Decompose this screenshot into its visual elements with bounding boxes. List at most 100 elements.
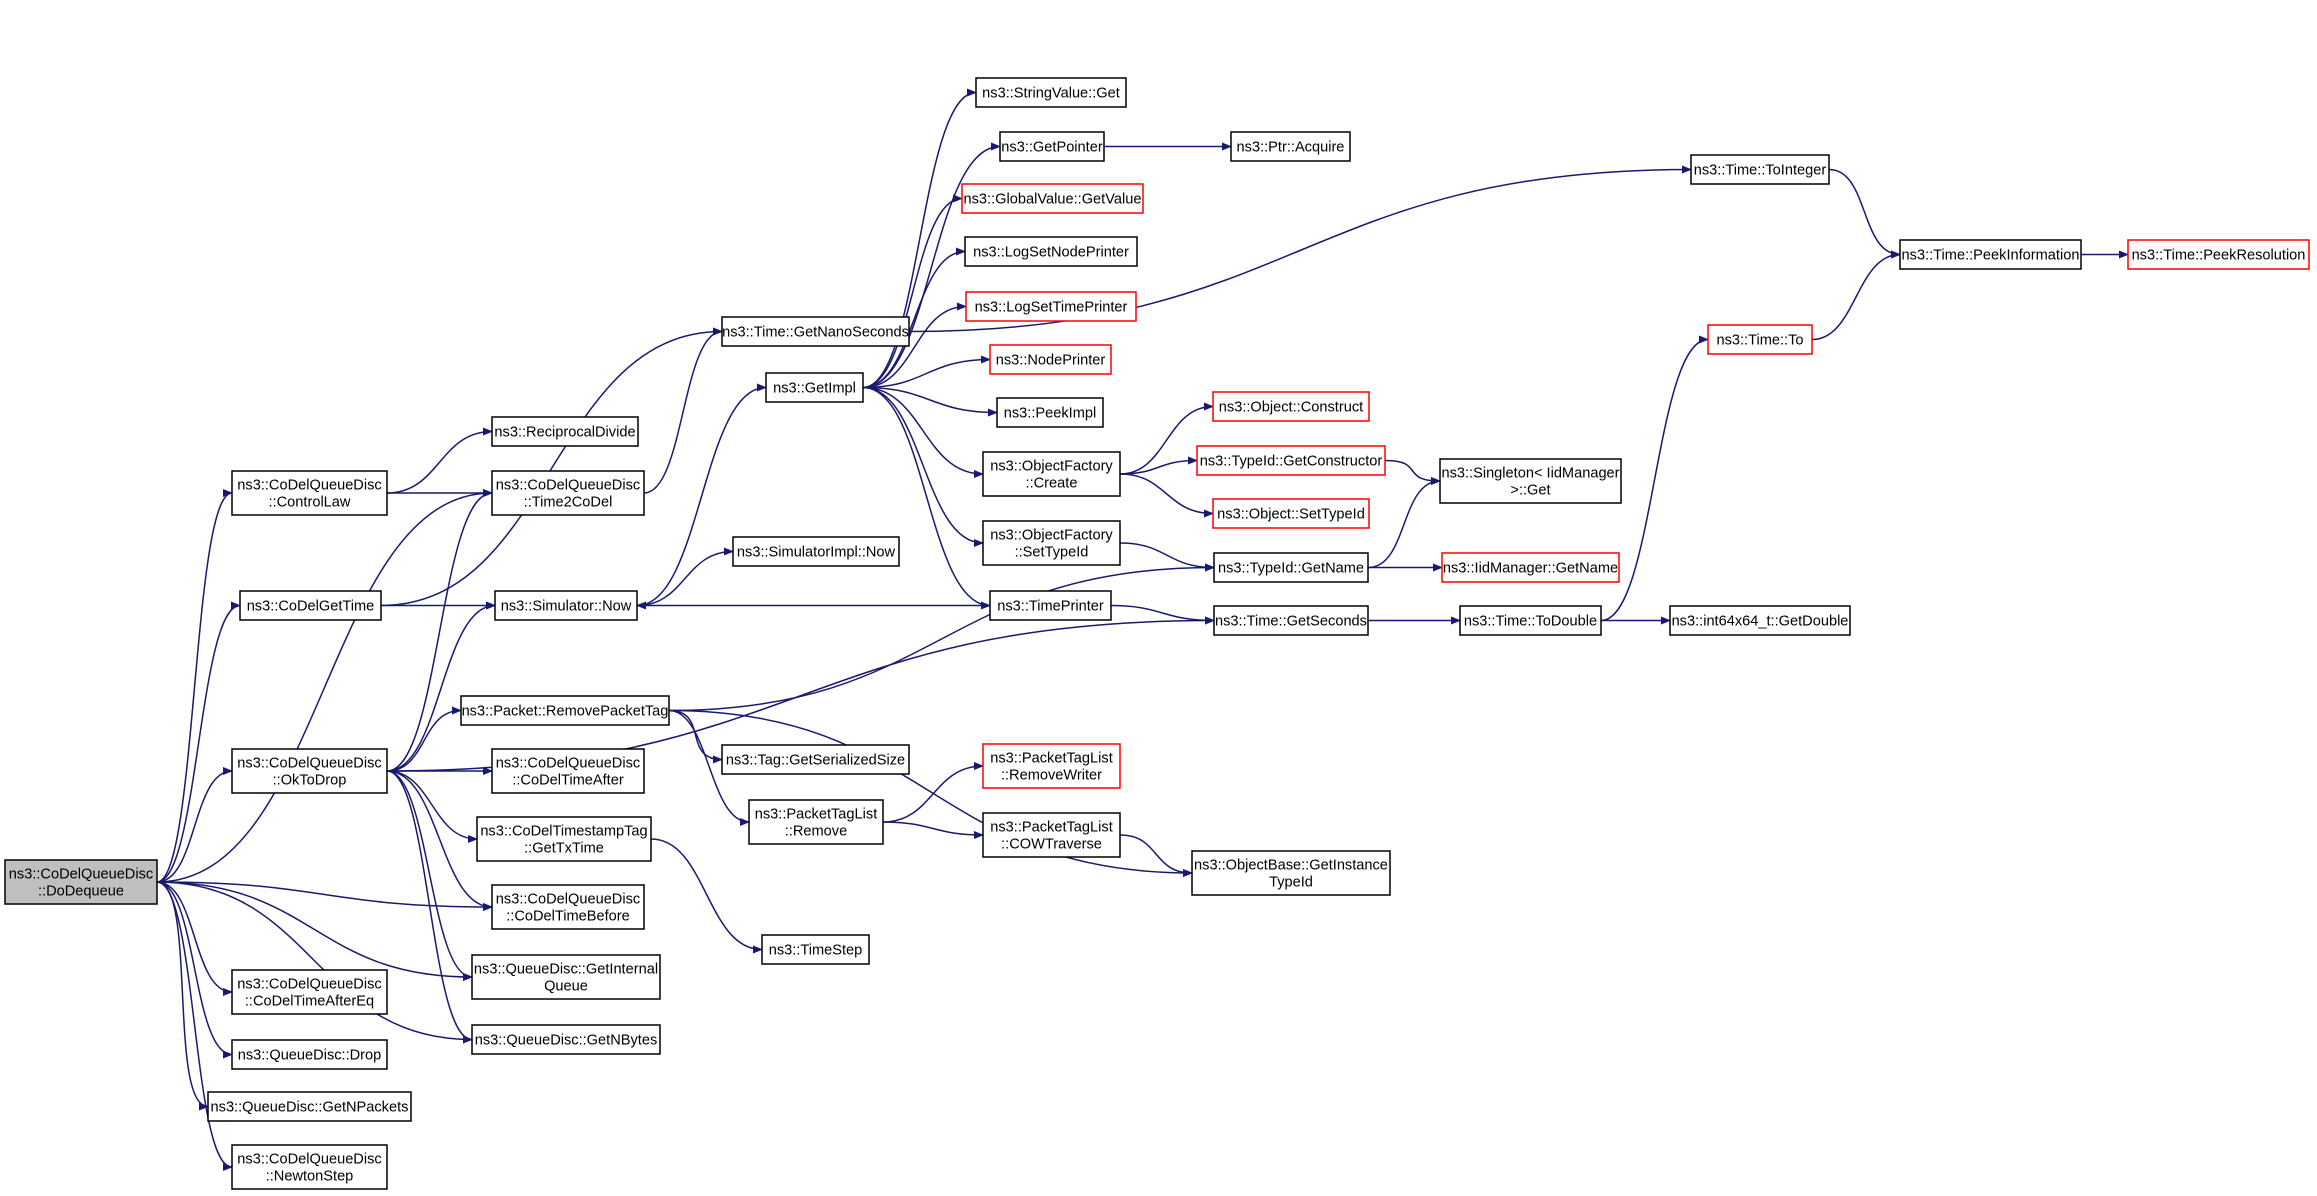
- edge-dodequeue-to-getinternalqueue: [156, 881, 473, 981]
- node-nodeprinter[interactable]: ns3::NodePrinter: [989, 344, 1112, 375]
- node-box: [491, 416, 639, 447]
- node-box: [721, 744, 910, 775]
- node-label: ::NewtonStep: [266, 1169, 354, 1185]
- node-getnbytes[interactable]: ns3::QueueDisc::GetNBytes: [471, 1024, 661, 1055]
- node-timestep[interactable]: ns3::TimeStep: [761, 934, 870, 965]
- node-box: [491, 884, 645, 930]
- node-label: ns3::Time::ToDouble: [1464, 614, 1597, 630]
- node-box: [1191, 850, 1391, 896]
- edge-arrow: [156, 767, 233, 883]
- node-recipdiv[interactable]: ns3::ReciprocalDivide: [491, 416, 639, 447]
- node-box: [1213, 605, 1369, 636]
- node-box: [491, 748, 645, 794]
- node-lognodeprinter[interactable]: ns3::LogSetNodePrinter: [964, 236, 1138, 267]
- node-label: ns3::QueueDisc::GetNBytes: [475, 1033, 658, 1049]
- node-label: TypeId: [1269, 875, 1313, 891]
- node-timegetseconds[interactable]: ns3::Time::GetSeconds: [1213, 605, 1369, 636]
- node-box: [1212, 391, 1370, 422]
- node-label: ns3::CoDelQueueDisc: [496, 756, 640, 772]
- edge-getimpl-to-peekimpl: [862, 386, 998, 417]
- node-newtonstep[interactable]: ns3::CoDelQueueDisc::NewtonStep: [231, 1144, 388, 1190]
- node-getimpl[interactable]: ns3::GetImpl: [765, 372, 864, 403]
- node-timeprinter[interactable]: ns3::TimePrinter: [989, 590, 1112, 621]
- node-oktodrop[interactable]: ns3::CoDelQueueDisc::OkToDrop: [231, 748, 388, 794]
- edge-time2codel-to-getnanoseconds: [643, 327, 723, 494]
- node-ofcreate[interactable]: ns3::ObjectFactory::Create: [982, 451, 1121, 497]
- edge-dodequeue-to-qdrop: [156, 881, 233, 1059]
- node-timeto[interactable]: ns3::Time::To: [1707, 324, 1813, 355]
- edge-removepackettag-to-taggetsersize: [668, 709, 723, 764]
- node-controllaw[interactable]: ns3::CoDelQueueDisc::ControlLaw: [231, 470, 388, 516]
- node-typeidgetname[interactable]: ns3::TypeId::GetName: [1213, 552, 1369, 583]
- node-ptracquire[interactable]: ns3::Ptr::Acquire: [1230, 131, 1351, 162]
- node-qdrop[interactable]: ns3::QueueDisc::Drop: [231, 1039, 388, 1070]
- edge-arrow: [156, 881, 233, 1059]
- node-ptlremovewriter[interactable]: ns3::PacketTagList::RemoveWriter: [982, 743, 1121, 789]
- node-ptlremove[interactable]: ns3::PacketTagList::Remove: [748, 799, 884, 845]
- edge-oktodrop-to-getinternalqueue: [386, 770, 473, 981]
- node-label: ns3::SimulatorImpl::Now: [737, 545, 896, 561]
- edge-arrow: [882, 762, 984, 823]
- node-simimplnow[interactable]: ns3::SimulatorImpl::Now: [732, 536, 900, 567]
- node-label: ::COWTraverse: [1001, 837, 1102, 853]
- node-time2codel[interactable]: ns3::CoDelQueueDisc::Time2CoDel: [491, 470, 645, 516]
- node-label: ns3::CoDelQueueDisc: [237, 1152, 381, 1168]
- node-box: [761, 934, 870, 965]
- edge-timeto-to-peekinformation: [1811, 250, 1901, 341]
- edge-arrow: [1600, 335, 1709, 622]
- node-box: [231, 1039, 388, 1070]
- node-peekimpl[interactable]: ns3::PeekImpl: [996, 397, 1104, 428]
- node-logtimeprinter[interactable]: ns3::LogSetTimePrinter: [965, 291, 1137, 322]
- node-getpointer[interactable]: ns3::GetPointer: [999, 131, 1105, 162]
- node-getnanoseconds[interactable]: ns3::Time::GetNanoSeconds: [721, 316, 910, 347]
- node-timebefore[interactable]: ns3::CoDelQueueDisc::CoDelTimeBefore: [491, 884, 645, 930]
- node-stringvalueget[interactable]: ns3::StringValue::Get: [975, 77, 1127, 108]
- node-timetodouble[interactable]: ns3::Time::ToDouble: [1459, 605, 1602, 636]
- edge-ofcreate-to-objsettypeid: [1119, 473, 1214, 518]
- node-label: ns3::LogSetNodePrinter: [973, 245, 1129, 261]
- node-objsettypeid[interactable]: ns3::Object::SetTypeId: [1212, 498, 1370, 529]
- node-label: ns3::CoDelGetTime: [247, 599, 375, 615]
- node-int64getdouble[interactable]: ns3::int64x64_t::GetDouble: [1669, 605, 1851, 636]
- node-iidmanagergetname[interactable]: ns3::IidManager::GetName: [1441, 552, 1620, 583]
- node-ofsettypeid[interactable]: ns3::ObjectFactory::SetTypeId: [982, 520, 1121, 566]
- node-simnow[interactable]: ns3::Simulator::Now: [494, 590, 638, 621]
- node-removepackettag[interactable]: ns3::Packet::RemovePacketTag: [460, 695, 670, 726]
- edge-oktodrop-to-getnbytes: [386, 770, 473, 1044]
- node-label: ::Remove: [785, 824, 847, 840]
- node-label: ns3::PacketTagList: [755, 807, 878, 823]
- edge-timetointeger-to-peekinformation: [1828, 168, 1901, 259]
- edge-getnanoseconds-to-timetointeger: [908, 165, 1692, 333]
- node-timetointeger[interactable]: ns3::Time::ToInteger: [1690, 154, 1830, 185]
- node-singletonget[interactable]: ns3::Singleton< IidManager >::Get: [1439, 458, 1622, 504]
- node-label: ns3::Time::GetNanoSeconds: [722, 325, 909, 341]
- edge-getimpl-to-ofsettypeid: [862, 386, 984, 547]
- node-afterEq[interactable]: ns3::CoDelQueueDisc::CoDelTimeAfterEq: [231, 969, 388, 1015]
- node-timeafter[interactable]: ns3::CoDelQueueDisc::CoDelTimeAfter: [491, 748, 645, 794]
- edge-arrow: [643, 327, 723, 494]
- edge-typeidgetconstructor-to-singletonget: [1384, 459, 1441, 485]
- node-label: ns3::ObjectFactory: [990, 528, 1113, 544]
- node-label: ::SetTypeId: [1015, 545, 1089, 561]
- node-peekresolution[interactable]: ns3::Time::PeekResolution: [2127, 239, 2310, 270]
- node-peekinformation[interactable]: ns3::Time::PeekInformation: [1899, 239, 2082, 270]
- node-getnpackets[interactable]: ns3::QueueDisc::GetNPackets: [207, 1091, 412, 1122]
- edge-getimpl-to-lognodeprinter: [862, 247, 966, 389]
- node-typeidgetconstructor[interactable]: ns3::TypeId::GetConstructor: [1196, 445, 1386, 476]
- node-taggetsersize[interactable]: ns3::Tag::GetSerializedSize: [721, 744, 910, 775]
- node-cowtraverse[interactable]: ns3::PacketTagList::COWTraverse: [982, 812, 1121, 858]
- node-box: [471, 954, 661, 1000]
- node-gettxtime[interactable]: ns3::CoDelTimestampTag::GetTxTime: [476, 816, 652, 862]
- node-box: [1669, 605, 1851, 636]
- edge-arrow: [1119, 834, 1193, 877]
- edge-arrow: [156, 881, 493, 911]
- node-label: ns3::LogSetTimePrinter: [975, 300, 1128, 316]
- node-globalvaluegetvalue[interactable]: ns3::GlobalValue::GetValue: [961, 183, 1144, 214]
- node-label: ns3::CoDelQueueDisc: [9, 867, 153, 883]
- node-objconstruct[interactable]: ns3::Object::Construct: [1212, 391, 1370, 422]
- node-codelgettime[interactable]: ns3::CoDelGetTime: [239, 590, 382, 621]
- node-label: ns3::ObjectBase::GetInstance: [1194, 858, 1388, 874]
- edge-getimpl-to-logtimeprinter: [862, 302, 967, 389]
